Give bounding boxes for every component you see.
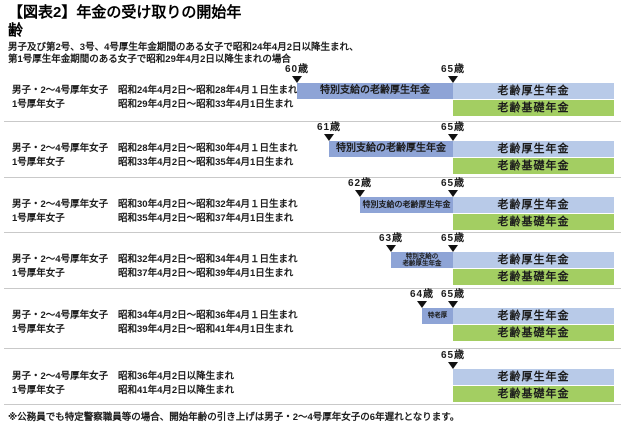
- special-pension-bar-line2: 老齢厚生年金: [402, 260, 442, 267]
- kosei-pension-bar: 老齢厚生年金: [453, 83, 614, 99]
- special-pension-bar: 特別支給の 老齢厚生年金: [391, 252, 453, 268]
- kosei-pension-bar: 老齢厚生年金: [453, 369, 614, 385]
- group-dates: 昭和36年4月2日以降生まれ: [118, 371, 235, 382]
- group-label: 男子・2～4号厚年女子: [12, 85, 109, 96]
- down-triangle-icon: [386, 245, 396, 252]
- age-label: 63歳: [378, 233, 404, 244]
- kiso-pension-bar: 老齢基礎年金: [453, 269, 614, 285]
- group-label: 男子・2～4号厚年女子: [12, 143, 109, 154]
- row-divider: [4, 121, 621, 122]
- group-dates: 昭和37年4月2日～昭和39年4月1日生まれ: [118, 267, 294, 279]
- row1-birth-cohort: 男子・2～4号厚年女子 昭和24年4月2日～昭和28年4月１日生まれ 1号厚年女…: [12, 84, 298, 111]
- group-label: 1号厚年女子: [12, 384, 65, 396]
- group-label: 1号厚年女子: [12, 212, 65, 224]
- row3-pension-age-marker: 65歳: [423, 178, 483, 197]
- down-triangle-icon: [417, 301, 427, 308]
- group-label: 1号厚年女子: [12, 156, 65, 168]
- special-pension-bar: 特別支給の老齢厚生年金: [297, 83, 453, 99]
- footnote: ※公務員でも特定警察職員等の場合、開始年齢の引き上げは男子・2～4号厚年女子の6…: [8, 412, 460, 423]
- row1-pension-age-marker: 65歳: [423, 64, 483, 83]
- down-triangle-icon: [324, 134, 334, 141]
- row2-pension-age-marker: 65歳: [423, 122, 483, 141]
- group-dates: 昭和28年4月2日～昭和30年4月１日生まれ: [118, 143, 298, 154]
- group-label: 男子・2～4号厚年女子: [12, 254, 109, 265]
- row5-pension-age-marker: 65歳: [423, 289, 483, 308]
- kosei-pension-bar: 老齢厚生年金: [453, 308, 614, 324]
- age-label: 65歳: [440, 350, 466, 361]
- row4-birth-cohort: 男子・2～4号厚年女子 昭和32年4月2日～昭和34年4月１日生まれ 1号厚年女…: [12, 253, 298, 280]
- row4-start-age-marker: 63歳: [361, 233, 421, 252]
- special-pension-bar: 特別支給の老齢厚生年金: [329, 141, 453, 157]
- special-pension-bar: 特老厚: [422, 308, 453, 324]
- group-label: 1号厚年女子: [12, 323, 65, 335]
- figure-title-line2: 齢: [8, 22, 24, 39]
- row-divider: [4, 232, 621, 233]
- down-triangle-icon: [448, 134, 458, 141]
- kosei-pension-bar: 老齢厚生年金: [453, 197, 614, 213]
- figure-subtitle-line2: 第1号厚生年金期間のある女子で昭和29年4月2日以降生まれの場合: [8, 54, 291, 65]
- row-divider: [4, 348, 621, 349]
- down-triangle-icon: [448, 245, 458, 252]
- group-label: 1号厚年女子: [12, 267, 65, 279]
- group-label: 男子・2～4号厚年女子: [12, 199, 109, 210]
- group-dates: 昭和33年4月2日～昭和35年4月1日生まれ: [118, 156, 294, 168]
- row2-birth-cohort: 男子・2～4号厚年女子 昭和28年4月2日～昭和30年4月１日生まれ 1号厚年女…: [12, 142, 298, 169]
- row4-pension-age-marker: 65歳: [423, 233, 483, 252]
- down-triangle-icon: [448, 76, 458, 83]
- age-label: 62歳: [347, 178, 373, 189]
- down-triangle-icon: [448, 190, 458, 197]
- age-label: 65歳: [440, 178, 466, 189]
- down-triangle-icon: [355, 190, 365, 197]
- age-label: 65歳: [440, 233, 466, 244]
- group-label: 男子・2～4号厚年女子: [12, 310, 109, 321]
- group-dates: 昭和39年4月2日～昭和41年4月1日生まれ: [118, 323, 294, 335]
- row-divider: [4, 404, 621, 405]
- row1-start-age-marker: 60歳: [267, 64, 327, 83]
- down-triangle-icon: [448, 301, 458, 308]
- special-pension-bar-line1: 特別支給の: [405, 253, 439, 260]
- age-label: 60歳: [284, 64, 310, 75]
- kosei-pension-bar: 老齢厚生年金: [453, 141, 614, 157]
- row2-start-age-marker: 61歳: [299, 122, 359, 141]
- figure-subtitle: 男子及び第2号、3号、4号厚生年金期間のある女子で昭和24年4月2日以降生まれ、…: [8, 42, 359, 66]
- group-dates: 昭和35年4月2日～昭和37年4月1日生まれ: [118, 212, 294, 224]
- group-dates: 昭和30年4月2日～昭和32年4月１日生まれ: [118, 199, 298, 210]
- kiso-pension-bar: 老齢基礎年金: [453, 100, 614, 116]
- age-label: 61歳: [316, 122, 342, 133]
- group-label: 男子・2～4号厚年女子: [12, 371, 109, 382]
- row6-birth-cohort: 男子・2～4号厚年女子 昭和36年4月2日以降生まれ 1号厚年女子 昭和41年4…: [12, 370, 234, 397]
- kiso-pension-bar: 老齢基礎年金: [453, 386, 614, 402]
- age-label: 65歳: [440, 122, 466, 133]
- row5-birth-cohort: 男子・2～4号厚年女子 昭和34年4月2日～昭和36年4月１日生まれ 1号厚年女…: [12, 309, 298, 336]
- down-triangle-icon: [292, 76, 302, 83]
- row5-start-age-marker: 64歳: [392, 289, 452, 308]
- down-triangle-icon: [448, 362, 458, 369]
- group-dates: 昭和32年4月2日～昭和34年4月１日生まれ: [118, 254, 298, 265]
- kiso-pension-bar: 老齢基礎年金: [453, 158, 614, 174]
- kiso-pension-bar: 老齢基礎年金: [453, 325, 614, 341]
- figure-title: 【図表2】年金の受け取りの開始年 齢: [8, 4, 241, 40]
- row-divider: [4, 288, 621, 289]
- figure-title-line1: 【図表2】年金の受け取りの開始年: [8, 4, 242, 21]
- row3-start-age-marker: 62歳: [330, 178, 390, 197]
- group-dates: 昭和29年4月2日～昭和33年4月1日生まれ: [118, 98, 294, 110]
- group-dates: 昭和34年4月2日～昭和36年4月１日生まれ: [118, 310, 298, 321]
- kosei-pension-bar: 老齢厚生年金: [453, 252, 614, 268]
- special-pension-bar: 特別支給の老齢厚生年金: [360, 197, 453, 213]
- age-label: 65歳: [440, 64, 466, 75]
- group-dates: 昭和24年4月2日～昭和28年4月１日生まれ: [118, 85, 298, 96]
- group-dates: 昭和41年4月2日以降生まれ: [118, 384, 235, 396]
- age-label: 64歳: [409, 289, 435, 300]
- figure-subtitle-line1: 男子及び第2号、3号、4号厚生年金期間のある女子で昭和24年4月2日以降生まれ、: [8, 42, 359, 53]
- row3-birth-cohort: 男子・2～4号厚年女子 昭和30年4月2日～昭和32年4月１日生まれ 1号厚年女…: [12, 198, 298, 225]
- age-label: 65歳: [440, 289, 466, 300]
- kiso-pension-bar: 老齢基礎年金: [453, 214, 614, 230]
- row6-pension-age-marker: 65歳: [423, 350, 483, 369]
- row-divider: [4, 177, 621, 178]
- group-label: 1号厚年女子: [12, 98, 65, 110]
